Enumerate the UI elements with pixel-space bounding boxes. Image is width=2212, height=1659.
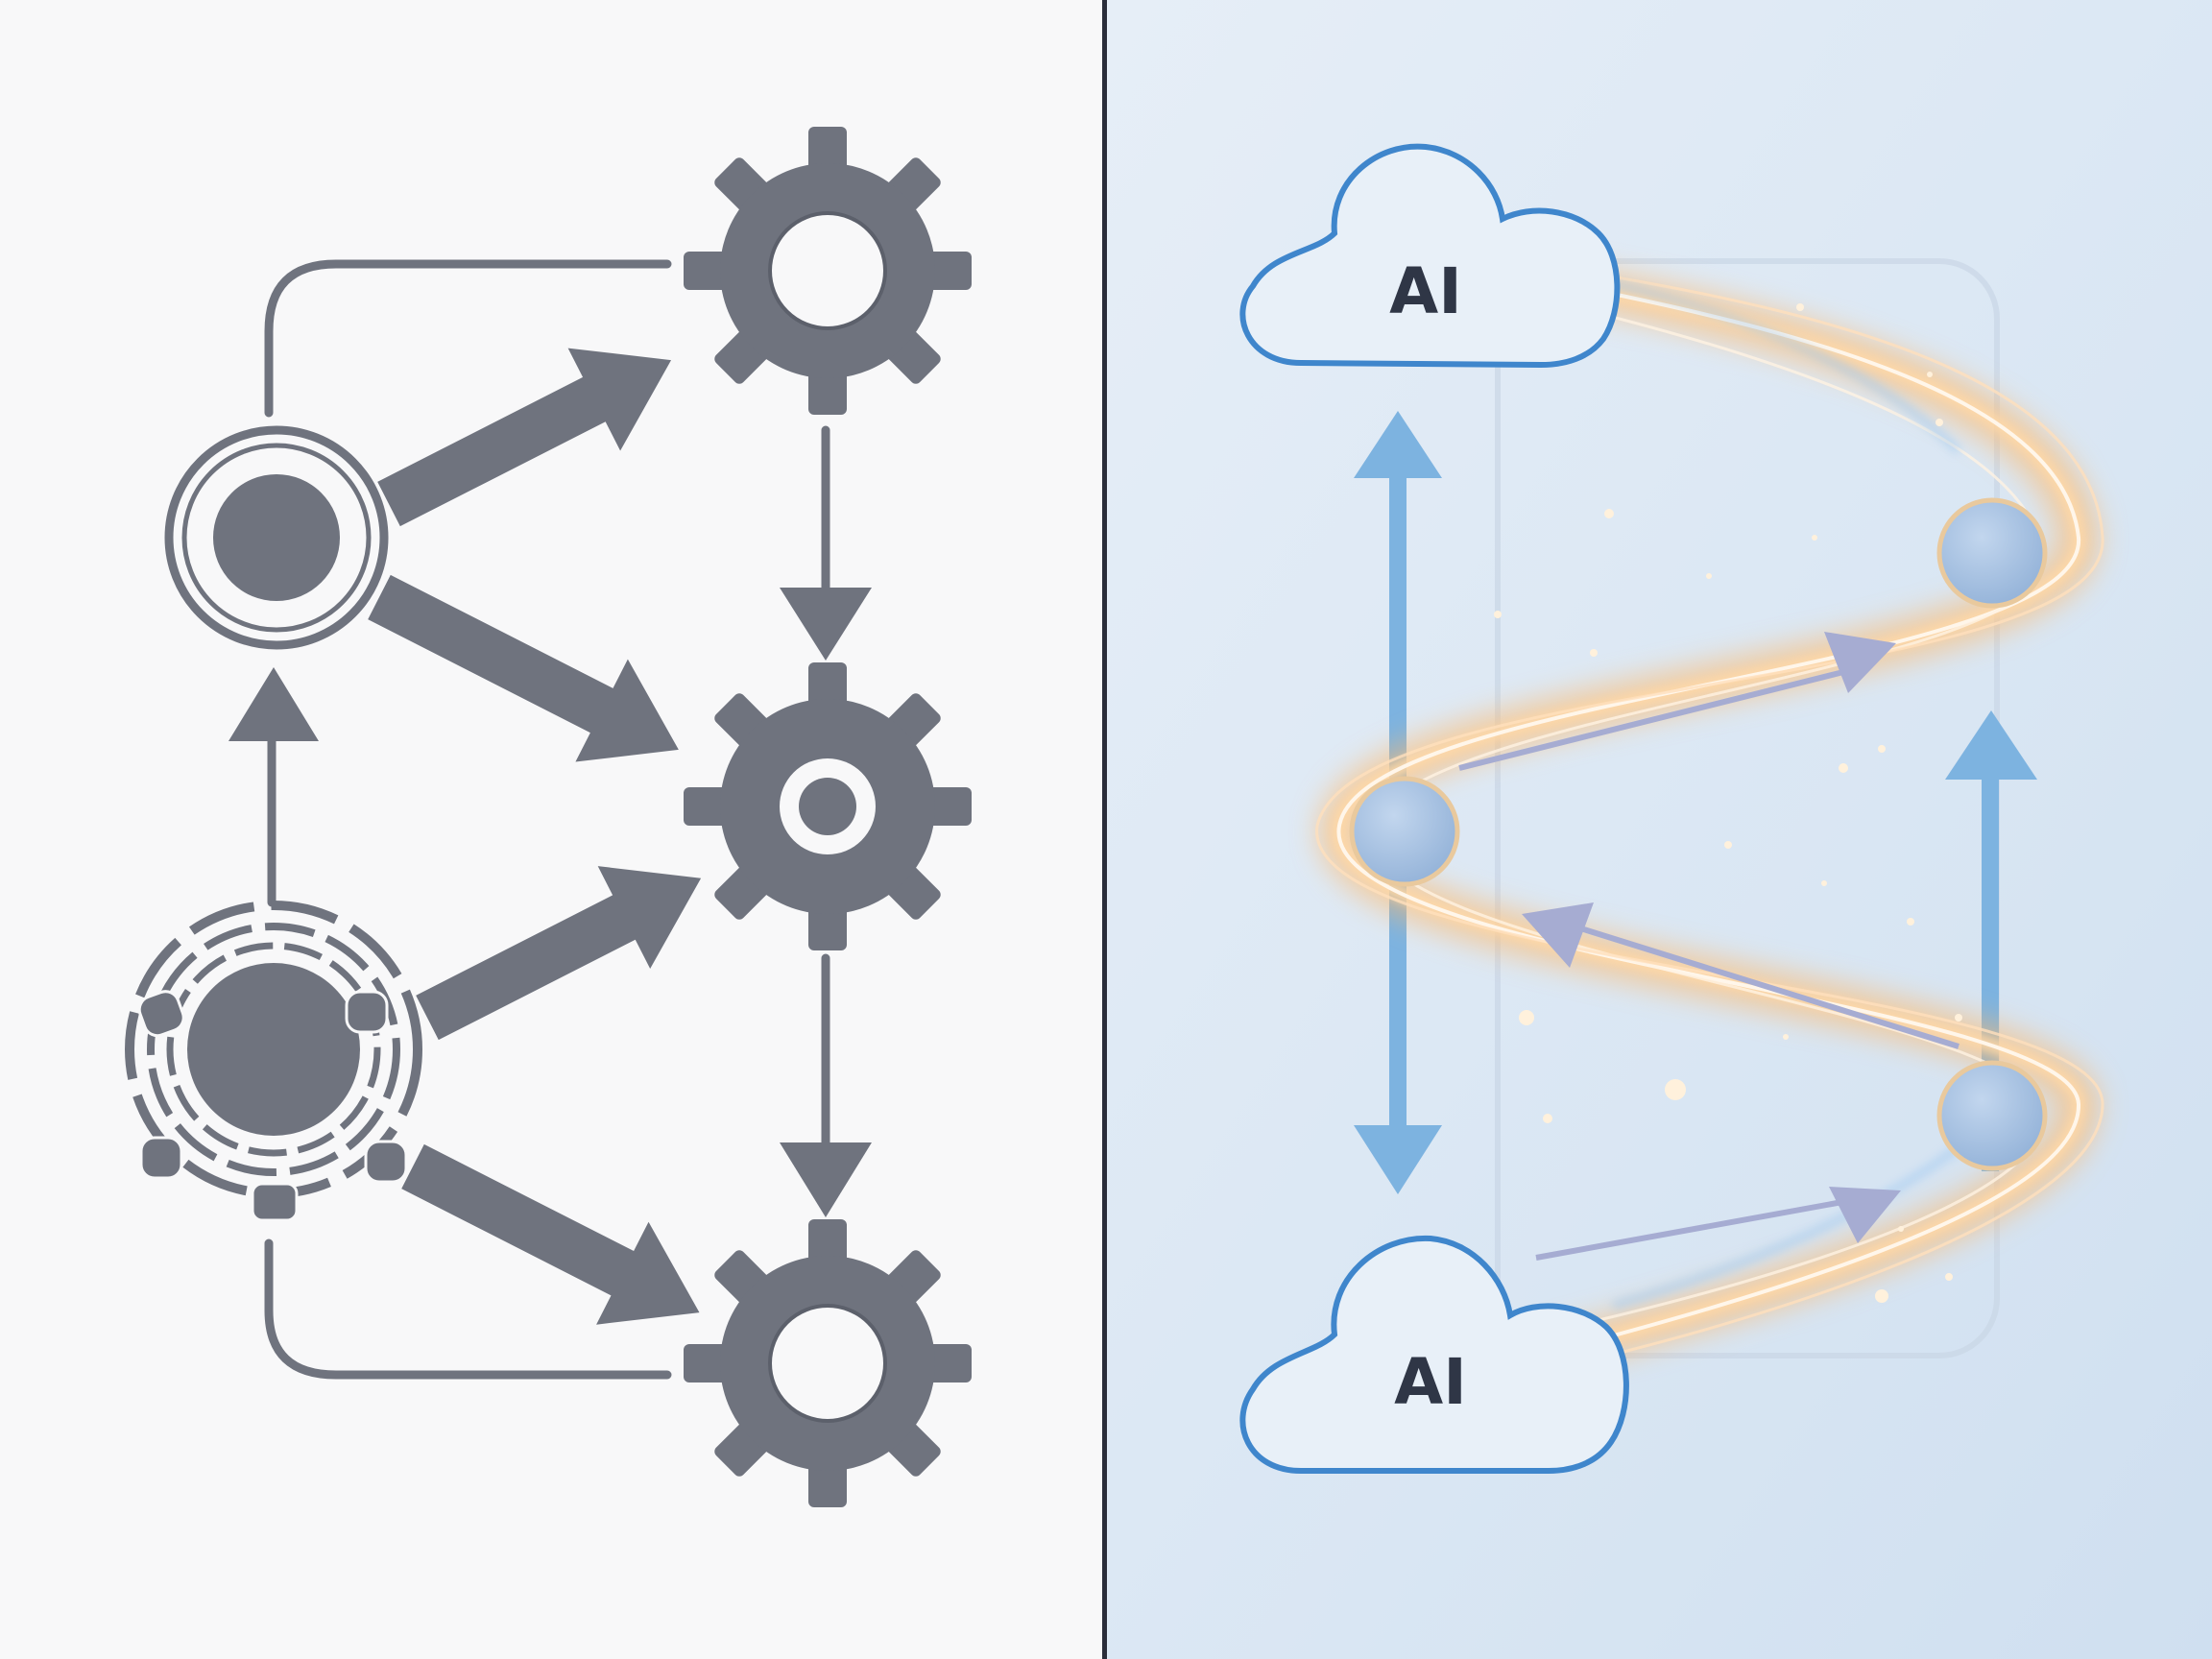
hub-network-icon (125, 901, 422, 1222)
gear-icon-top (684, 127, 972, 415)
bottom-bracket-connector (264, 1238, 672, 1380)
cloud-label-top: AI (1389, 254, 1462, 328)
sparkle-particles (1494, 303, 1962, 1303)
gear-icon-middle (684, 662, 972, 950)
flow-arrow-left-middle (1522, 902, 1960, 1049)
arrowhead-down-1 (780, 588, 872, 661)
cloud-icon-bottom: AI (1239, 1235, 1629, 1474)
ringed-node-icon (164, 425, 389, 650)
flow-arrow-right-lower (1535, 1187, 1901, 1261)
panel-divider (1102, 0, 1107, 1659)
right-panel: AI AI (1107, 0, 2212, 1659)
flow-node-bottom-right (1936, 1060, 2048, 1171)
left-arrowheads (228, 588, 872, 1217)
arrow-hub-to-gear3 (401, 1143, 700, 1325)
cloud-icon-top: AI (1239, 143, 1621, 369)
flow-node-top-right (1936, 497, 2048, 609)
thick-arrows (368, 348, 702, 1325)
glowing-flow-path (1315, 266, 2104, 1376)
gear-icon-bottom (684, 1219, 972, 1507)
arrowhead-up-1 (228, 667, 319, 741)
arrow-hub-to-gear2 (416, 866, 702, 1041)
left-panel-background (0, 0, 1104, 1659)
flow-arrow-right-upper (1458, 632, 1896, 771)
arrow-node-to-gear1 (377, 348, 672, 527)
arrowhead-down-blue-left (1354, 1125, 1442, 1194)
top-bracket-connector (264, 259, 672, 418)
arrowhead-up-blue-left (1354, 411, 1442, 478)
flow-arrows (1458, 632, 1960, 1261)
left-connector-lines (264, 259, 830, 1380)
arrowhead-down-2 (780, 1142, 872, 1217)
flow-node-middle-left (1349, 776, 1460, 887)
cloud-label-bottom: AI (1394, 1345, 1467, 1419)
arrow-node-to-gear2 (368, 574, 679, 762)
flow-nodes (1349, 497, 2048, 1171)
left-panel (0, 0, 1104, 1659)
arrowhead-up-blue-right (1945, 710, 2037, 780)
